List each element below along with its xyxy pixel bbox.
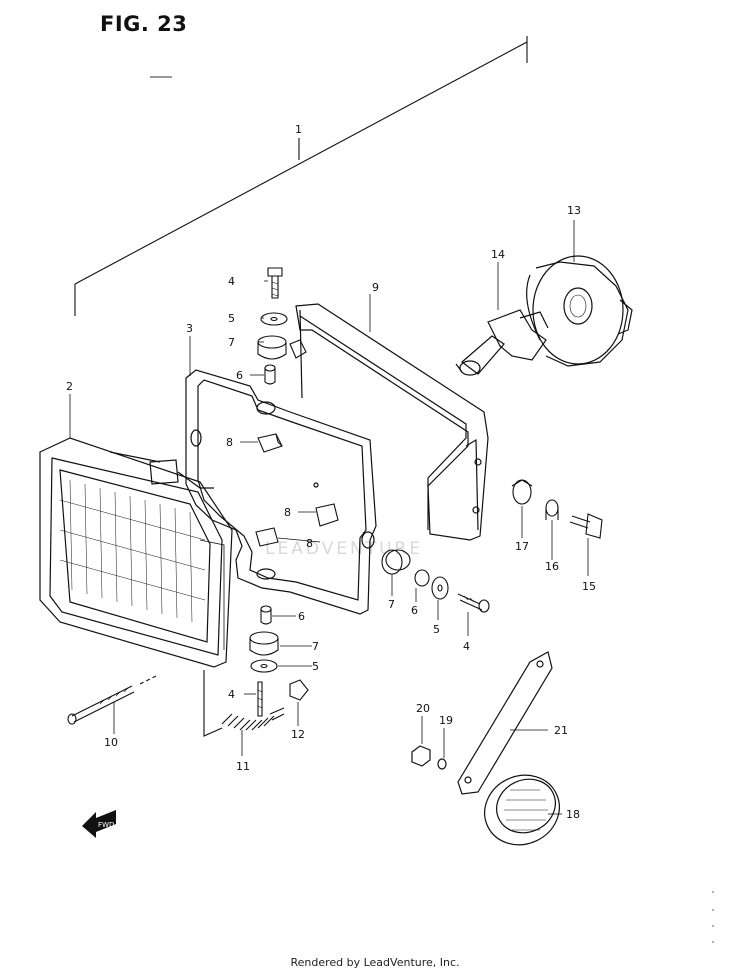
headlight-unit: [39, 437, 233, 668]
callout-6-lower: 6: [298, 610, 305, 623]
callout-5-top: 5: [228, 312, 235, 325]
callout-19: 19: [439, 714, 453, 727]
callout-7-right: 7: [388, 598, 395, 611]
hardware-parts: [67, 267, 603, 737]
figure-title: FIG. 23: [100, 12, 188, 36]
callout-3: 3: [186, 322, 193, 335]
callout-6-right: 6: [411, 604, 418, 617]
reflector-assembly: [411, 651, 560, 846]
callout-4-lower: 4: [228, 688, 235, 701]
callout-13: 13: [567, 204, 581, 217]
callout-8-lower: 8: [306, 537, 313, 550]
callout-20: 20: [416, 702, 430, 715]
callout-4-top: 4: [228, 275, 235, 288]
callout-21: 21: [554, 724, 568, 737]
leader-lines: [69, 220, 589, 815]
callout-6-top: 6: [236, 369, 243, 382]
callout-2: 2: [66, 380, 73, 393]
headlight-case: [185, 369, 377, 615]
footer-credit: Rendered by LeadVenture, Inc.: [290, 956, 460, 969]
callout-7-lower: 7: [312, 640, 319, 653]
headlight-housing: [295, 303, 489, 541]
assembly-bracket-1: [74, 36, 528, 316]
fwd-arrow-icon: FWD: [82, 810, 116, 838]
headlight-bulb: [455, 309, 549, 376]
callout-5-right: 5: [433, 623, 440, 636]
scan-marks: [712, 891, 714, 943]
socket-cover: [526, 255, 633, 367]
callout-16: 16: [545, 560, 559, 573]
callout-14: 14: [491, 248, 505, 261]
callout-12: 12: [291, 728, 305, 741]
callout-4-right: 4: [463, 640, 470, 653]
callout-15: 15: [582, 580, 596, 593]
callout-10: 10: [104, 736, 118, 749]
callout-5-lower: 5: [312, 660, 319, 673]
callout-8-top: 8: [226, 436, 233, 449]
callout-18: 18: [566, 808, 580, 821]
fwd-label: FWD: [98, 821, 114, 829]
callout-1: 1: [295, 123, 302, 136]
callout-17: 17: [515, 540, 529, 553]
callout-7-top: 7: [228, 336, 235, 349]
callout-9: 9: [372, 281, 379, 294]
callout-11: 11: [236, 760, 250, 773]
watermark-text: LEADVENTURE: [265, 539, 423, 559]
callout-labels: 1 2 3 4 5 7 6 8 8 8 9 13 14 6 7 5 4 10 1…: [66, 123, 596, 821]
callout-8-mid: 8: [284, 506, 291, 519]
